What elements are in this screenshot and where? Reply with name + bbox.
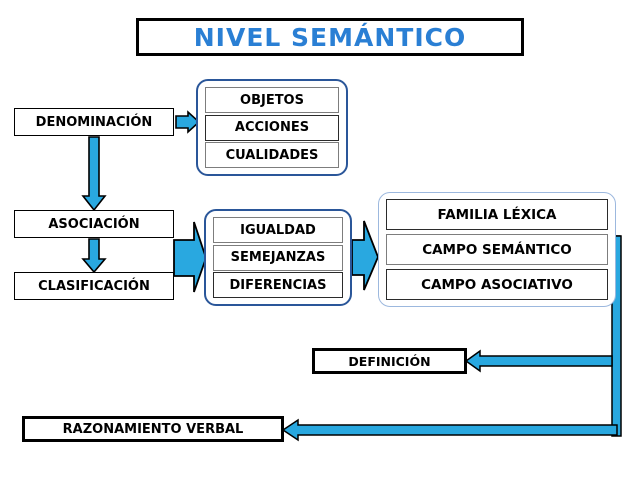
group-item-familia-lexica[interactable]: FAMILIA LÉXICA [386, 199, 608, 230]
arrow-denominacion-to-asociacion [81, 136, 107, 212]
group-item-diferencias[interactable]: DIFERENCIAS [213, 272, 343, 298]
arrow-asociacion-to-clasificacion [81, 238, 107, 274]
arrow-bus-to-definicion [464, 349, 613, 373]
group-item-objetos[interactable]: OBJETOS [205, 87, 339, 113]
group-denominacion-items: OBJETOS ACCIONES CUALIDADES [196, 79, 348, 176]
arrow-bus-to-razonamiento [281, 418, 618, 442]
group-item-cualidades[interactable]: CUALIDADES [205, 142, 339, 168]
node-asociacion[interactable]: ASOCIACIÓN [14, 210, 174, 238]
group-item-campo-asociativo[interactable]: CAMPO ASOCIATIVO [386, 269, 608, 300]
group-item-igualdad[interactable]: IGUALDAD [213, 217, 343, 243]
group-clasificacion-items: IGUALDAD SEMEJANZAS DIFERENCIAS [204, 209, 352, 306]
group-item-semejanzas[interactable]: SEMEJANZAS [213, 244, 343, 271]
node-razonamiento-verbal[interactable]: RAZONAMIENTO VERBAL [22, 416, 284, 442]
group-asociativo-items: FAMILIA LÉXICA CAMPO SEMÁNTICO CAMPO ASO… [378, 192, 616, 307]
group-item-acciones[interactable]: ACCIONES [205, 114, 339, 141]
arrow-igualdad-to-familia [351, 220, 379, 291]
page-title: NIVEL SEMÁNTICO [193, 22, 467, 52]
node-denominacion[interactable]: DENOMINACIÓN [14, 108, 174, 136]
diagram-title-box: NIVEL SEMÁNTICO [136, 18, 524, 56]
arrow-clasificacion-to-igualdad [173, 221, 207, 293]
group-item-campo-semantico[interactable]: CAMPO SEMÁNTICO [386, 234, 608, 265]
node-definicion[interactable]: DEFINICIÓN [312, 348, 467, 374]
node-clasificacion[interactable]: CLASIFICACIÓN [14, 272, 174, 300]
